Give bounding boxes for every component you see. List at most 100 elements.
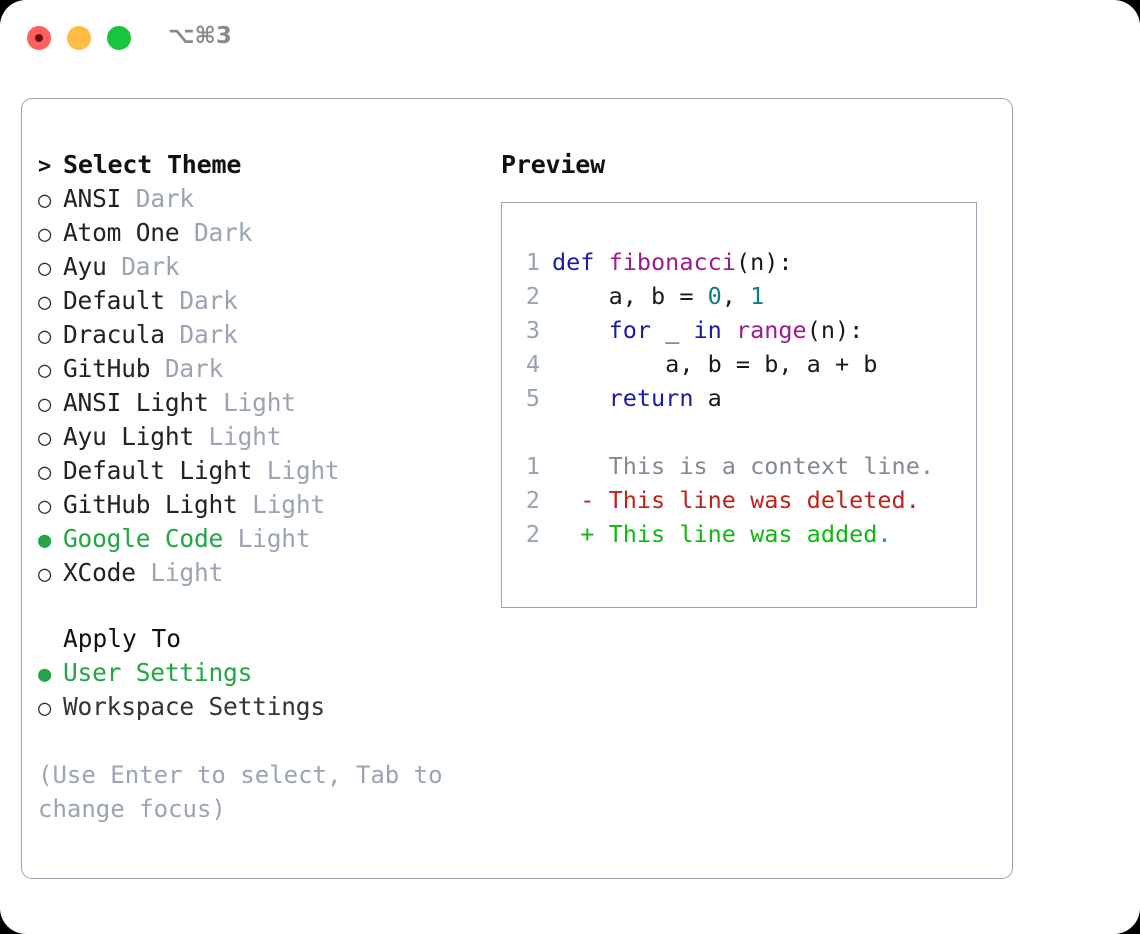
theme-option-xcode[interactable]: ○XCode Light <box>38 556 468 590</box>
code-token-plain <box>552 316 609 344</box>
theme-option-atom-one[interactable]: ○ Atom One Dark <box>38 216 468 250</box>
code-line-number: 3 <box>525 316 540 344</box>
theme-option-ansi[interactable]: ○ ANSI Dark <box>38 182 468 216</box>
theme-name-label: Atom One <box>63 218 180 247</box>
code-token-kw: return <box>608 384 694 412</box>
code-line-number: 2 <box>525 486 540 514</box>
theme-name-label: Dracula <box>63 320 165 349</box>
theme-variant-label: Light <box>223 388 296 417</box>
diff-line-text: This is a context line. <box>552 452 935 480</box>
radio-unselected-icon: ○ <box>38 222 52 247</box>
apply-to-option-user-settings[interactable]: ● User Settings <box>38 656 468 690</box>
code-line-number: 1 <box>525 452 540 480</box>
code-token-plain: a, b = <box>552 282 708 310</box>
code-line-number: 4 <box>525 350 540 378</box>
spacer <box>107 252 122 281</box>
code-token-num: 1 <box>750 282 765 310</box>
spacer <box>223 524 238 553</box>
radio-unselected-icon: ○ <box>38 426 52 451</box>
code-line-number: 2 <box>525 520 540 548</box>
preview-title: Preview <box>501 150 605 179</box>
theme-option-github-light[interactable]: ○GitHub Light Light <box>38 488 468 522</box>
theme-option-ayu-light[interactable]: ○ Ayu Light Light <box>38 420 468 454</box>
apply-to-label: User Settings <box>63 658 253 687</box>
apply-to-list: ● User Settings ○Workspace Settings <box>38 656 468 724</box>
theme-name-label: ANSI Light <box>63 388 209 417</box>
code-token-kw: for <box>608 316 652 344</box>
select-theme-header: >Select Theme <box>38 148 468 182</box>
main-panel: >Select Theme ○ ANSI Dark ○ Atom One Dark ○ A… <box>21 98 1013 879</box>
hint-text: (Use Enter to select, Tab to change focu… <box>38 761 443 823</box>
theme-option-google-code[interactable]: ●Google Code Light <box>38 522 468 556</box>
theme-variant-label: Dark <box>135 184 194 213</box>
code-token-plain <box>722 316 736 344</box>
code-token-plain: _ <box>651 316 694 344</box>
code-token-kw: in <box>693 316 722 344</box>
keyboard-shortcut-label: ⌥⌘3 <box>168 23 232 49</box>
maximize-window-button[interactable] <box>107 26 131 50</box>
radio-unselected-icon: ○ <box>38 188 52 213</box>
theme-name-label: GitHub Light <box>63 490 238 519</box>
theme-option-default[interactable]: ○ Default Dark <box>38 284 468 318</box>
code-token-num: 0 <box>707 282 722 310</box>
theme-option-default-light[interactable]: ○ Default Light Light <box>38 454 468 488</box>
code-token-plain: (n): <box>806 316 864 344</box>
diff-line-ctx: 1 This is a context line. <box>514 449 934 483</box>
spacer <box>179 218 194 247</box>
radio-unselected-icon: ○ <box>38 256 52 281</box>
radio-unselected-icon: ○ <box>38 392 52 417</box>
code-token-plain <box>552 384 609 412</box>
theme-name-label: GitHub <box>63 354 151 383</box>
diff-line-text: + This line was added. <box>552 520 892 548</box>
code-token-fn: range <box>735 316 807 344</box>
code-line: 4 a, b = b, a + b <box>514 347 934 381</box>
code-line: 3 for _ in range(n): <box>514 313 934 347</box>
theme-name-label: Default <box>63 286 165 315</box>
theme-variant-label: Light <box>266 456 340 485</box>
theme-variant-label: Dark <box>179 286 238 315</box>
theme-variant-label: Dark <box>193 218 253 247</box>
spacer <box>165 320 180 349</box>
theme-name-label: ANSI <box>63 184 122 213</box>
theme-variant-label: Light <box>237 524 311 553</box>
theme-option-ansi-light[interactable]: ○ ANSI Light Light <box>38 386 468 420</box>
recording-indicator-icon <box>35 34 43 42</box>
radio-unselected-icon: ○ <box>38 358 52 383</box>
theme-option-dracula[interactable]: ○Dracula Dark <box>38 318 468 352</box>
theme-name-label: Ayu <box>63 252 107 281</box>
code-token-plain: (n): <box>735 248 793 276</box>
spacer <box>165 286 180 315</box>
minimize-window-button[interactable] <box>67 26 91 50</box>
radio-unselected-icon: ○ <box>38 696 52 721</box>
apply-to-option-workspace-settings[interactable]: ○Workspace Settings <box>38 690 468 724</box>
diff-line-del: 2 - This line was deleted. <box>514 483 934 517</box>
apply-to-header: Apply To <box>63 624 182 653</box>
radio-unselected-icon: ○ <box>38 290 52 315</box>
theme-variant-label: Light <box>208 422 282 451</box>
code-line-number: 5 <box>525 384 540 412</box>
theme-variant-label: Dark <box>121 252 180 281</box>
spacer <box>194 422 209 451</box>
code-line-number: 2 <box>525 282 540 310</box>
radio-selected-icon: ● <box>38 662 52 687</box>
code-token-plain: a, b = b, a + b <box>552 350 878 378</box>
theme-name-label: XCode <box>63 558 136 587</box>
code-line: 5 return a <box>514 381 934 415</box>
code-blank-line <box>514 415 934 449</box>
theme-option-github[interactable]: ○ GitHub Dark <box>38 352 468 386</box>
theme-variant-label: Dark <box>164 354 224 383</box>
radio-unselected-icon: ○ <box>38 460 52 485</box>
diff-line-text: - This line was deleted. <box>552 486 920 514</box>
theme-option-ayu[interactable]: ○ Ayu Dark <box>38 250 468 284</box>
theme-name-label: Ayu Light <box>63 422 194 451</box>
theme-name-label: Default Light <box>63 456 253 485</box>
radio-unselected-icon: ○ <box>38 324 52 349</box>
code-line: 2 a, b = 0, 1 <box>514 279 934 313</box>
radio-unselected-icon: ○ <box>38 562 52 587</box>
theme-variant-label: Light <box>252 490 325 519</box>
spacer <box>252 456 267 485</box>
